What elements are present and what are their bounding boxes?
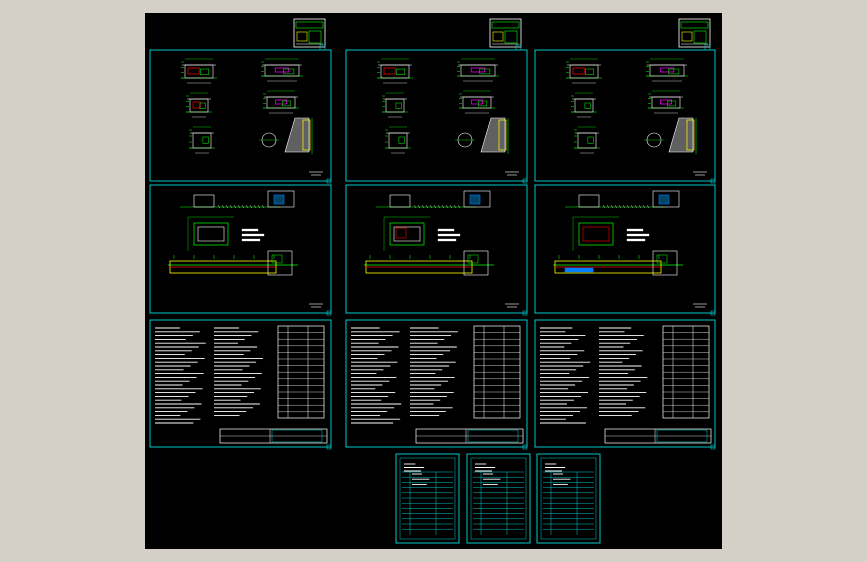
column-3 — [534, 49, 716, 450]
title-stamp — [678, 18, 711, 51]
sheet-frame — [536, 453, 601, 544]
plan-sheet — [345, 184, 528, 314]
column-2 — [345, 49, 528, 450]
sheet-frame — [466, 453, 531, 544]
drawing-list-sheet — [466, 453, 531, 544]
drawing-list-sheet — [536, 453, 601, 544]
sheet-frame — [395, 453, 460, 544]
sheet-frame — [534, 319, 716, 448]
sheet-frame — [149, 49, 332, 182]
column-1 — [149, 49, 332, 450]
title-stamp — [489, 18, 522, 51]
cad-model-viewport[interactable] — [145, 13, 722, 549]
sheet-frame — [345, 184, 528, 314]
sheet-frame — [149, 184, 332, 314]
plan-sheet — [149, 184, 332, 314]
elevations-sheet — [534, 49, 716, 182]
notes-sheet — [149, 319, 332, 448]
sheet-frame — [345, 319, 528, 448]
elevations-sheet — [149, 49, 332, 182]
cad-drawing-canvas — [149, 18, 716, 544]
notes-sheet — [345, 319, 528, 448]
sheet-frame — [149, 319, 332, 448]
sheet-frame — [534, 49, 716, 182]
drawing-list-sheet — [395, 453, 460, 544]
elevations-sheet — [345, 49, 528, 182]
sheet-frame — [345, 49, 528, 182]
sheet-frame — [534, 184, 716, 314]
notes-sheet — [534, 319, 716, 448]
title-stamp — [293, 18, 326, 51]
plan-sheet — [534, 184, 716, 314]
